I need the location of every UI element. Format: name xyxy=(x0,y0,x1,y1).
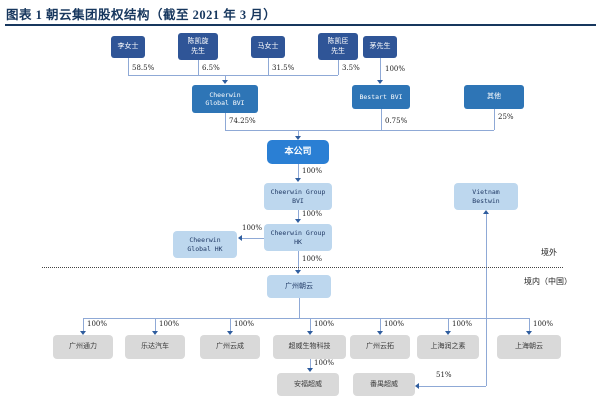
ownership-pct: 100% xyxy=(302,255,323,263)
ownership-pct: 100% xyxy=(242,224,263,232)
connector-line xyxy=(310,359,311,369)
node-person-li: 李女士 xyxy=(111,36,145,58)
node-person-chen-kaixuan: 陈凯旋 先生 xyxy=(178,33,218,60)
node-the-company: 本公司 xyxy=(267,140,329,164)
ownership-pct: 100% xyxy=(159,320,180,328)
ownership-pct: 100% xyxy=(385,65,406,73)
connector-line xyxy=(494,109,495,130)
arrow-down-icon xyxy=(377,331,383,335)
ownership-pct: 25% xyxy=(498,113,514,121)
connector-line xyxy=(242,238,264,239)
ownership-pct: 100% xyxy=(314,359,335,367)
node-cheerwin-global-hk: Cheerwin Global HK xyxy=(173,231,237,258)
connector-line xyxy=(298,210,299,220)
node-guangzhou-yuntuo: 广州云拓 xyxy=(350,335,410,359)
connector-line xyxy=(298,251,299,271)
figure-title: 图表 1 朝云集团股权结构（截至 2021 年 3 月） xyxy=(6,8,277,22)
arrow-down-icon xyxy=(295,136,301,140)
ownership-pct: 100% xyxy=(314,320,335,328)
connector-line xyxy=(486,214,487,386)
node-shanghai-chaoyun: 上海朝云 xyxy=(497,335,561,359)
ownership-pct: 6.5% xyxy=(202,64,220,72)
connector-line xyxy=(310,318,311,332)
ownership-pct: 100% xyxy=(384,320,405,328)
node-person-mao: 茅先生 xyxy=(363,36,397,58)
node-cheerwin-group-hk: Cheerwin Group HK xyxy=(264,224,332,251)
ownership-pct: 100% xyxy=(302,167,323,175)
node-guangzhou-chaoyun: 广州朝云 xyxy=(267,275,331,298)
ownership-pct: 100% xyxy=(452,320,473,328)
connector-line xyxy=(225,75,226,81)
border-divider-line xyxy=(42,267,563,268)
arrow-down-icon xyxy=(80,331,86,335)
arrow-down-icon xyxy=(377,80,383,84)
arrow-down-icon xyxy=(295,178,301,182)
arrow-left-icon xyxy=(415,383,419,389)
node-anfu-chaowei: 安福超威 xyxy=(277,373,339,396)
connector-line xyxy=(448,318,449,332)
connector-line xyxy=(225,130,494,131)
ownership-pct: 31.5% xyxy=(272,64,295,72)
connector-line xyxy=(381,109,382,130)
arrow-down-icon xyxy=(222,80,228,84)
arrow-down-icon xyxy=(152,331,158,335)
ownership-pct: 100% xyxy=(302,210,323,218)
connector-line xyxy=(268,58,269,75)
arrow-down-icon xyxy=(307,331,313,335)
arrow-up-icon xyxy=(483,210,489,214)
ownership-pct: 74.25% xyxy=(229,117,256,125)
arrow-down-icon xyxy=(526,331,532,335)
node-leda-auto: 乐达汽车 xyxy=(125,335,185,359)
ownership-pct: 51% xyxy=(436,371,452,379)
node-chaowei-biotech: 超威生物科技 xyxy=(273,335,346,359)
connector-line xyxy=(128,75,338,76)
connector-line xyxy=(230,318,231,332)
connector-line xyxy=(338,60,339,75)
connector-line xyxy=(225,113,226,130)
arrow-down-icon xyxy=(445,331,451,335)
connector-line xyxy=(298,164,299,179)
arrow-left-icon xyxy=(238,235,242,241)
connector-line xyxy=(529,318,530,332)
arrow-down-icon xyxy=(227,331,233,335)
arrow-down-icon xyxy=(295,219,301,223)
region-label-overseas: 境外 xyxy=(541,248,557,257)
ownership-pct: 3.5% xyxy=(342,64,360,72)
node-bestart-bvi: Bestart BVI xyxy=(352,85,410,109)
ownership-pct: 0.75% xyxy=(385,117,408,125)
connector-line xyxy=(83,318,84,332)
connector-line xyxy=(380,58,381,81)
region-label-domestic: 境内（中国） xyxy=(524,277,572,286)
node-cheerwin-global-bvi: Cheerwin Global BVI xyxy=(192,85,258,113)
connector-line xyxy=(128,58,129,75)
arrow-down-icon xyxy=(307,368,313,372)
node-cheerwin-group-bvi: Cheerwin Group BVI xyxy=(264,183,332,210)
ownership-pct: 58.5% xyxy=(132,64,155,72)
connector-line xyxy=(380,318,381,332)
ownership-pct: 100% xyxy=(87,320,108,328)
node-panyu-chaowei: 番禺超威 xyxy=(353,373,415,396)
arrow-down-icon xyxy=(295,270,301,274)
connector-line xyxy=(298,130,299,137)
ownership-pct: 100% xyxy=(533,320,554,328)
node-guangzhou-tongli: 广州通力 xyxy=(53,335,113,359)
title-underline xyxy=(5,24,596,26)
node-shanghai-runzhisu: 上海润之素 xyxy=(417,335,479,359)
node-person-chen-kaichen: 陈凯臣 先生 xyxy=(318,33,358,60)
connector-line xyxy=(299,298,300,318)
node-person-ma: 马女士 xyxy=(251,36,285,58)
node-others: 其他 xyxy=(464,85,524,109)
connector-line xyxy=(419,386,486,387)
node-guangzhou-yuncheng: 广州云成 xyxy=(200,335,260,359)
connector-line xyxy=(155,318,156,332)
connector-line xyxy=(198,60,199,75)
node-vietnam-bestwin: Vietnam Bestwin xyxy=(454,183,518,210)
ownership-pct: 100% xyxy=(234,320,255,328)
connector-line xyxy=(83,318,529,319)
